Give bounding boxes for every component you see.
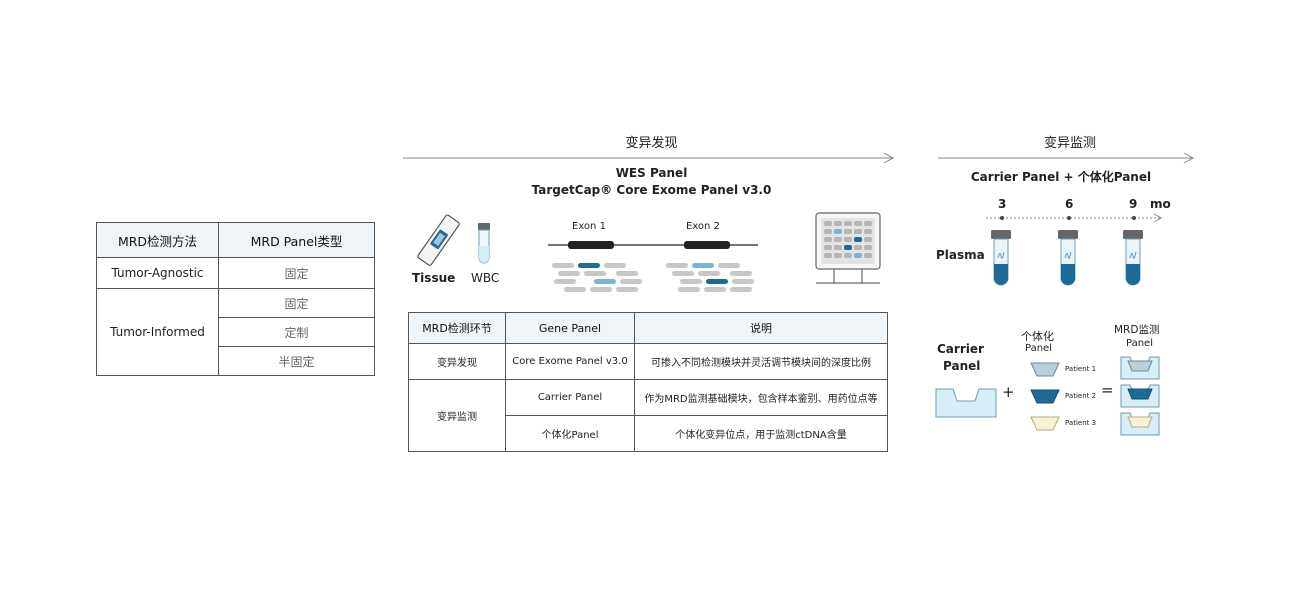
patient2-label: Patient 2: [1065, 392, 1097, 400]
timepoint-9: 9: [1129, 197, 1138, 211]
sequencer-cell: [824, 253, 832, 258]
carrier-label-line1: Carrier: [937, 342, 984, 356]
tissue-label: Tissue: [412, 271, 456, 285]
tissue-slide-icon: [417, 214, 460, 266]
description-core-exome: 可掺入不同检测模块并灵活调节模块间的深度比例: [634, 343, 888, 380]
sequencer-cell: [854, 253, 862, 258]
method-informed: Tumor-Informed: [96, 288, 219, 376]
personal-label-line2: Panel: [1025, 343, 1052, 354]
table-header-gene-panel: Gene Panel: [505, 312, 635, 344]
sequencer-cell: [834, 229, 842, 234]
plus-sign: +: [1002, 383, 1015, 401]
wbc-tube-icon: [478, 223, 490, 264]
sequencer-cell: [854, 245, 862, 250]
equals-sign: =: [1101, 381, 1114, 399]
patient3-label: Patient 3: [1065, 419, 1097, 427]
mrd-panel-patient1: [1120, 356, 1160, 380]
sequencer-cell: [834, 221, 842, 226]
monitoring-arrow: [938, 152, 1195, 164]
sequencer-monitor-icon: [815, 212, 881, 284]
sequencer-cell: [834, 237, 842, 242]
mrd-method-table: MRD检测方法 MRD Panel类型 Tumor-Agnostic 固定 Tu…: [96, 222, 375, 376]
table-header-stage: MRD检测环节: [408, 312, 506, 344]
sequencer-cell: [844, 229, 852, 234]
gene-panel-personal: 个体化Panel: [505, 415, 635, 452]
mrd-panel-patient2: [1120, 384, 1160, 408]
method-agnostic: Tumor-Agnostic: [96, 257, 219, 289]
plasma-label: Plasma: [936, 248, 985, 262]
sequencer-cell: [844, 221, 852, 226]
gene-panel-core-exome: Core Exome Panel v3.0: [505, 343, 635, 380]
carrier-panel-shape: [935, 388, 997, 418]
sequencer-cell: [854, 229, 862, 234]
monitoring-section-title: 变异监测: [1043, 136, 1096, 151]
timepoint-6: 6: [1065, 197, 1074, 211]
sequencer-cell: [864, 253, 872, 258]
sequencer-cell: [834, 245, 842, 250]
sequencer-cell: [864, 237, 872, 242]
stage-monitoring: 变异监测: [408, 379, 506, 452]
plasma-tube-9mo: [1123, 230, 1143, 286]
exon1-label: Exon 1: [572, 221, 606, 232]
table-header-method: MRD检测方法: [96, 222, 219, 258]
panel-type-fixed-2: 固定: [218, 288, 375, 318]
sequencer-cell: [834, 253, 842, 258]
patient3-piece: [1030, 416, 1060, 431]
mrd-panel-patient3: [1120, 412, 1160, 436]
plasma-tube-6mo: [1058, 230, 1078, 286]
sequencer-cell: [844, 253, 852, 258]
sequencer-cell: [844, 237, 852, 242]
sequencer-cell: [864, 229, 872, 234]
sequencer-cell: [824, 245, 832, 250]
sequencer-cell: [854, 221, 862, 226]
exon-reads-diagram: [548, 241, 758, 292]
panel-type-custom: 定制: [218, 317, 375, 347]
sequencer-cell: [824, 229, 832, 234]
sequencer-cell: [854, 237, 862, 242]
patient2-piece: [1030, 389, 1060, 404]
description-personal: 个体化变异位点，用于监测ctDNA含量: [634, 415, 888, 452]
sequencer-cell: [864, 221, 872, 226]
patient1-piece: [1030, 362, 1060, 377]
mrd-label-line1: MRD监测: [1114, 324, 1160, 336]
patient1-label: Patient 1: [1065, 365, 1097, 373]
personal-label-line1: 个体化: [1021, 330, 1054, 343]
gene-panel-carrier: Carrier Panel: [505, 379, 635, 416]
mrd-label-line2: Panel: [1126, 338, 1153, 349]
wes-panel-title: WES Panel: [615, 166, 688, 180]
table-header-panel-type: MRD Panel类型: [218, 222, 375, 258]
mrd-stage-table: MRD检测环节 Gene Panel 说明 变异发现 Core Exome Pa…: [408, 312, 888, 452]
monitoring-panel-title: Carrier Panel + 个体化Panel: [970, 170, 1152, 184]
plasma-tube-3mo: [991, 230, 1011, 286]
wes-panel-subtitle: TargetCap® Core Exome Panel v3.0: [531, 183, 772, 197]
table-header-description: 说明: [634, 312, 888, 344]
timeline-axis: [986, 213, 1163, 223]
sequencer-cell: [824, 237, 832, 242]
sequencer-cell: [824, 221, 832, 226]
sequencer-cell: [844, 245, 852, 250]
timepoint-3: 3: [998, 197, 1007, 211]
stage-discovery: 变异发现: [408, 343, 506, 380]
exon2-label: Exon 2: [686, 221, 720, 232]
discovery-arrow: [403, 152, 895, 164]
panel-type-fixed: 固定: [218, 257, 375, 289]
description-carrier: 作为MRD监测基础模块，包含样本鉴别、用药位点等: [634, 379, 888, 416]
discovery-section-title: 变异发现: [625, 136, 678, 151]
wbc-label: WBC: [471, 271, 500, 285]
carrier-label-line2: Panel: [943, 359, 981, 373]
sequencer-cell: [864, 245, 872, 250]
time-unit: mo: [1150, 197, 1171, 211]
panel-type-semi-fixed: 半固定: [218, 346, 375, 376]
